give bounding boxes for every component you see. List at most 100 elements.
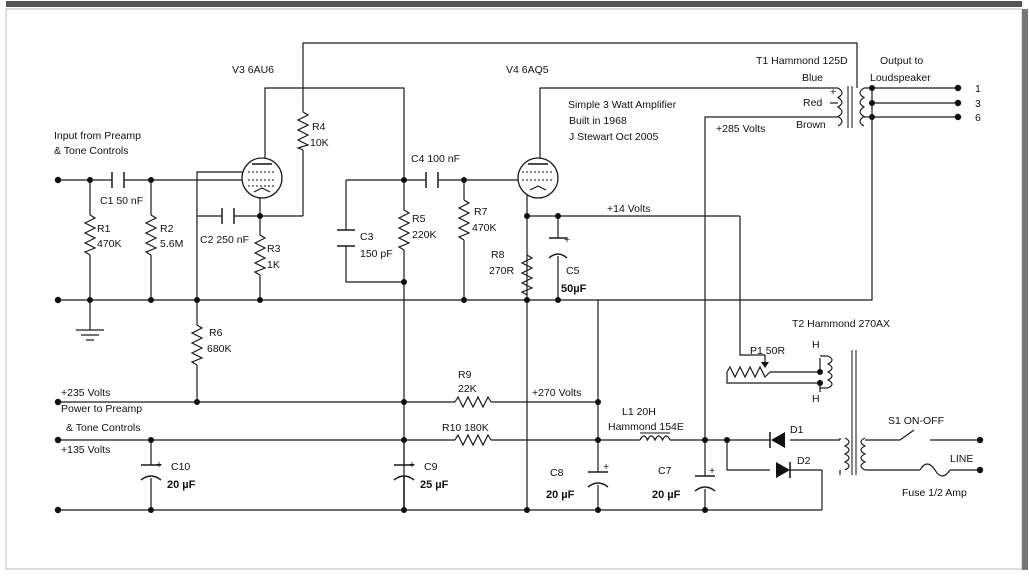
c7-value: 20 µF: [652, 489, 681, 501]
terminal-6-label: 6: [975, 112, 981, 124]
terminal-1-label: 1: [975, 83, 981, 95]
d1-symbol: [771, 432, 785, 448]
c1-label: C1 50 nF: [100, 195, 143, 207]
c10-label: C10: [171, 461, 190, 473]
tube-v4: [517, 157, 559, 199]
t1-red-label: Red: [803, 97, 822, 109]
tube-v3: [241, 157, 283, 199]
r5-symbol: [397, 209, 411, 251]
c10-value: 20 µF: [167, 479, 196, 491]
title-line-2: Built in 1968: [569, 115, 627, 127]
r8-label: R8: [491, 249, 505, 261]
r4-value: 10K: [310, 137, 329, 149]
v4-label: V4 6AQ5: [506, 64, 549, 76]
schematic-border: [5, 8, 1023, 570]
t1-label: T1 Hammond 125D: [756, 55, 848, 67]
resistors: [83, 111, 771, 447]
title-line-1: Simple 3 Watt Amplifier: [568, 99, 677, 111]
c5-label: C5: [566, 265, 580, 277]
title-line-3: J Stewart Oct 2005: [569, 131, 658, 143]
r8-symbol: [520, 254, 534, 296]
output-label-2: Loudspeaker: [870, 72, 931, 84]
c5-plus: +: [564, 234, 570, 246]
r3-value: 1K: [267, 259, 280, 271]
r7-value: 470K: [472, 222, 497, 234]
r2-symbol: [144, 214, 158, 256]
p1-symbol: [726, 365, 771, 379]
r7-label: R7: [474, 206, 488, 218]
d2-label: D2: [797, 455, 811, 467]
c9-value: 25 µF: [420, 479, 449, 491]
c8-label: C8: [550, 467, 564, 479]
c5-value: 50µF: [561, 283, 587, 295]
input-label-2: & Tone Controls: [54, 145, 129, 157]
t2-h-bottom: H: [812, 393, 820, 405]
r5-value: 220K: [412, 229, 437, 241]
r1-label: R1: [97, 223, 111, 235]
s1-label: S1 ON-OFF: [888, 415, 944, 427]
line-label: LINE: [950, 453, 973, 465]
r1-value: 470K: [97, 238, 122, 250]
transformer-t2: [820, 350, 867, 475]
labels: V3 6AU6 V4 6AQ5 T1 Hammond 125D Output t…: [54, 55, 981, 501]
r6-label: R6: [209, 327, 223, 339]
r6-symbol: [190, 324, 204, 366]
c4-label: C4 100 nF: [411, 153, 460, 165]
fuse-symbol: [919, 463, 951, 477]
t2-h-top: H: [812, 339, 820, 351]
c7-plus: +: [709, 465, 715, 477]
c8-plus: +: [603, 461, 609, 473]
l1-value: Hammond 154E: [608, 421, 684, 433]
r2-value: 5.6M: [160, 238, 183, 250]
l1-label: L1 20H: [622, 406, 656, 418]
r3-label: R3: [267, 243, 281, 255]
c8-value: 20 µF: [546, 489, 575, 501]
c7-label: C7: [658, 465, 672, 477]
rail-285-label: +285 Volts: [716, 123, 765, 135]
c3-value: 150 pF: [360, 248, 393, 260]
r10-symbol: [454, 433, 492, 447]
r3-symbol: [253, 234, 267, 276]
r9-symbol: [454, 395, 492, 409]
r9-label: R9: [458, 369, 472, 381]
r10-label: R10 180K: [442, 422, 489, 434]
r4-symbol: [296, 111, 310, 151]
c3-label: C3: [360, 231, 374, 243]
input-label-1: Input from Preamp: [54, 130, 141, 142]
c9-label: C9: [424, 461, 438, 473]
rail-135-label: +135 Volts: [61, 444, 110, 456]
c2-label: C2 250 nF: [200, 234, 249, 246]
t1-blue-label: Blue: [802, 72, 823, 84]
wiring: [58, 42, 980, 511]
l1-symbol: [639, 435, 671, 442]
terminal-3-label: 3: [975, 98, 981, 110]
r6-value: 680K: [207, 343, 232, 355]
c5-curve: [548, 253, 568, 259]
capacitors: [111, 172, 716, 510]
r4-label: R4: [312, 121, 326, 133]
p1-label: P1 50R: [750, 345, 785, 357]
power-label-1: Power to Preamp: [61, 403, 142, 415]
rail-14-label: +14 Volts: [607, 203, 651, 215]
c10-plus: +: [156, 459, 162, 471]
power-label-2: & Tone Controls: [66, 422, 141, 434]
r9-value: 22K: [458, 383, 477, 395]
r8-value: 270R: [489, 265, 515, 277]
rail-235-label: +235 Volts: [61, 387, 110, 399]
diodes: [769, 432, 791, 478]
d1-label: D1: [790, 424, 804, 436]
t1-brown-label: Brown: [796, 119, 826, 131]
r5-label: R5: [412, 213, 426, 225]
c9-plus: +: [409, 459, 415, 471]
rail-270-label: +270 Volts: [532, 387, 581, 399]
t2-label: T2 Hammond 270AX: [792, 318, 890, 330]
junctions: [54, 84, 984, 514]
transformer-t1: [830, 86, 872, 128]
r1-symbol: [83, 214, 97, 256]
fuse-label: Fuse 1/2 Amp: [902, 487, 967, 499]
r7-symbol: [457, 199, 471, 241]
output-label-1: Output to: [880, 55, 923, 67]
r2-label: R2: [160, 223, 174, 235]
